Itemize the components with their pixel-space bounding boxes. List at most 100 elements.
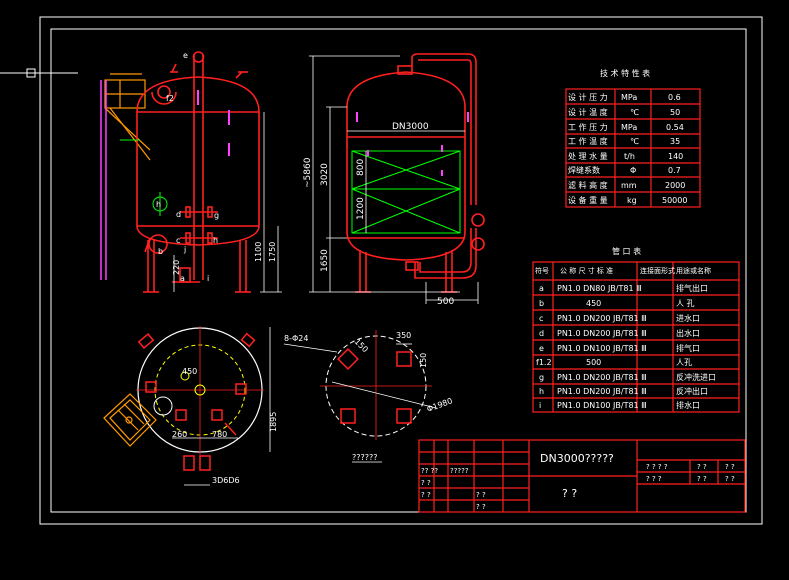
dim-shell: 3020: [320, 163, 330, 186]
nozzle-mark: h: [539, 387, 544, 396]
nozzle-col-header: 连接面形式: [640, 266, 675, 275]
nozzle-use: 排气口: [676, 343, 700, 353]
front-fittings: [197, 90, 230, 156]
front-nozzle-labels: e f2 h d g c h b j a i: [156, 51, 219, 283]
title-label: ? ?: [697, 475, 707, 483]
plan-dimension-text: 450 260 780 1895 3D6D6: [172, 367, 278, 485]
dim-1100: 1100: [254, 242, 263, 262]
nozzle-spec: PN1.0 DN200 JB/T81 Ⅲ: [557, 314, 647, 323]
param-name: 焊缝系数: [568, 165, 600, 175]
plan-nozzles: [137, 332, 256, 471]
title-label: ?????: [450, 467, 469, 475]
param-unit: ℃: [630, 137, 639, 146]
param-name: 设 备 重 量: [568, 195, 608, 205]
dim-leg: 1650: [320, 249, 330, 272]
nozzle-use: 反冲出口: [676, 386, 708, 396]
nozzle-label: c: [176, 236, 180, 245]
front-dimension-text: 1100 1750 220: [172, 242, 277, 275]
nozzle-mark: c: [539, 314, 543, 323]
title-block: DN3000????? ? ? ?? ?? ????? ? ? ? ? ? ? …: [418, 439, 746, 513]
title-label: ? ?: [725, 475, 735, 483]
param-name: 设 计 压 力: [568, 92, 608, 102]
title-label: ? ? ? ?: [646, 463, 668, 471]
dim-bed: 800: [356, 159, 366, 176]
dim-1750: 1750: [268, 242, 277, 262]
title-block-left-labels: ?? ?? ????? ? ? ? ? ? ? ? ?: [421, 467, 486, 511]
dim-nozzle-offset: 500: [437, 297, 454, 307]
title-label: ? ?: [697, 463, 707, 471]
drawing-frame: [0, 16, 763, 525]
nozzle-use: 反冲洗进口: [676, 372, 716, 382]
param-name: 处 理 水 量: [568, 151, 608, 161]
nozzle-label: e: [183, 51, 188, 60]
title-label: ? ?: [476, 503, 486, 511]
filter-media: [351, 150, 461, 234]
dim-350: 350: [396, 331, 411, 340]
param-value: 140: [668, 152, 683, 161]
vessel-shell: [136, 51, 260, 293]
nozzle-spec: PN1.0 DN200 JB/T81 Ⅲ: [557, 329, 647, 338]
nozzle-label: g: [214, 211, 219, 220]
title-label: ? ? ?: [646, 475, 662, 483]
param-unit: kg: [627, 196, 637, 205]
nozzle-spec: PN1.0 DN100 JB/T81 Ⅲ: [557, 344, 647, 353]
param-unit: Φ: [630, 166, 636, 175]
param-value: 0.6: [668, 93, 681, 102]
nozzle-col-header: 用途或名称: [676, 266, 711, 275]
params-table-grid: [565, 88, 701, 208]
dim-450: 450: [182, 367, 197, 376]
nozzle-mark: d: [539, 329, 544, 338]
front-dimension-lines: [173, 112, 282, 293]
param-unit: ℃: [630, 108, 639, 117]
nozzle-mark: b: [539, 299, 544, 308]
title-label: ?? ??: [421, 467, 438, 475]
dim-1895: 1895: [269, 412, 278, 432]
nozzle-use: 人 孔: [676, 299, 695, 308]
dim-780: 780: [212, 430, 227, 439]
nozzle-label: a: [180, 274, 185, 283]
dim-150: 150: [419, 353, 428, 368]
nozzle-table-title: 管 口 表: [612, 246, 641, 256]
param-name: 工 作 压 力: [568, 122, 608, 132]
scale-text: ? ?: [562, 487, 577, 500]
nozzle-label: h: [213, 236, 218, 245]
title-label: ? ?: [476, 491, 486, 499]
param-unit: MPa: [621, 123, 637, 132]
section-dimension-text: DN3000 ~5860 3020 800 1200 1650 500: [303, 122, 454, 307]
nozzle-use: 排水口: [676, 400, 700, 410]
title-block-grid: [418, 439, 746, 513]
nozzle-label: i: [207, 274, 209, 283]
param-value: 0.7: [668, 166, 681, 175]
plan-dimension-lines: [172, 327, 271, 486]
nozzle-use: 进水口: [676, 313, 700, 323]
nozzle-spec: PN1.0 DN100 JB/T81 Ⅲ: [557, 401, 647, 410]
title-label: ? ?: [421, 491, 431, 499]
section-view: DN3000 ~5860 3020 800 1200 1650 500: [303, 53, 485, 307]
nozzle-table: 管 口 表 符号 公 称 尺 寸 标 准 连接面形式 用途或名称 a PN1.0…: [532, 246, 740, 413]
base-caption: ??????: [352, 453, 377, 462]
dim-220: 220: [172, 260, 181, 275]
params-table-cells: 设 计 压 力 MPa 0.6 设 计 温 度 ℃ 50 工 作 压 力 MPa…: [568, 92, 687, 205]
section-fittings: [356, 112, 469, 176]
plan-view: 450 260 780 1895 3D6D6: [103, 326, 278, 486]
front-view: e f2 h d g c h b j a i 1100 1750 220: [100, 51, 282, 293]
param-value: 0.54: [666, 123, 684, 132]
nozzle-spec: PN1.0 DN80 JB/T81 Ⅲ: [557, 284, 642, 293]
nozzle-use: 人孔: [676, 358, 692, 367]
base-dimension-text: 8-Φ24 350 150 150 Φ1980 ??????: [284, 331, 454, 462]
diameter-label: DN3000: [392, 122, 429, 132]
platform-ladder: [104, 73, 151, 161]
base-view: 8-Φ24 350 150 150 Φ1980 ??????: [283, 330, 454, 463]
nozzle-table-grid: [532, 261, 740, 413]
bolt-note: 8-Φ24: [284, 334, 308, 343]
dim-260: 260: [172, 430, 187, 439]
nozzle-use: 出水口: [676, 328, 700, 338]
param-value: 50: [670, 108, 680, 117]
params-table: 技 术 特 性 表 设 计 压 力 MPa 0.6 设 计 温 度 ℃ 50 工…: [565, 68, 701, 208]
nozzle-mark: i: [539, 401, 541, 410]
section-shell: [346, 53, 485, 293]
dim-3d6d6: 3D6D6: [212, 476, 240, 485]
param-name: 工 作 温 度: [568, 136, 608, 146]
anchor-plates: [337, 348, 412, 424]
nozzle-spec: PN1.0 DN200 JB/T81 Ⅲ: [557, 387, 647, 396]
